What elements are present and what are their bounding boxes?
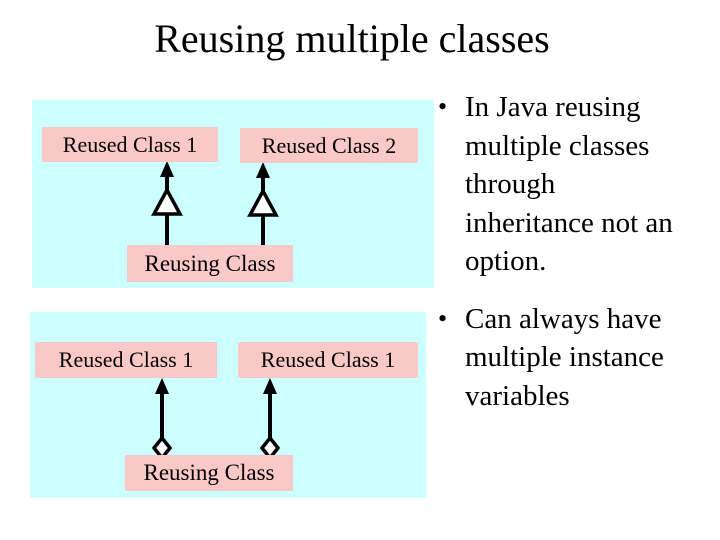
inheritance-connector-right [247, 162, 279, 246]
bullet-text-line: through [465, 168, 556, 200]
bullet-text-line: In Java reusing [465, 91, 641, 123]
bullet-text-line: Can always have [465, 302, 662, 335]
class-box-reused-2: Reused Class 2 [240, 128, 418, 163]
bullet-text: In Java reusing multiple classes through… [465, 88, 716, 281]
class-box-label: Reused Class 1 [260, 347, 396, 372]
arrowhead-icon [155, 378, 169, 394]
class-box-label: Reusing Class [143, 460, 275, 485]
bullet-text-line: variables [465, 379, 570, 412]
class-box-reusing: Reusing Class [125, 455, 293, 491]
inheritance-diagram-panel: Reused Class 1 Reused Class 2 Reusing Cl… [32, 100, 434, 288]
class-box-label: Reused Class 2 [261, 132, 397, 158]
hollow-triangle-icon [247, 187, 279, 217]
class-box-label: Reused Class 1 [62, 131, 198, 157]
aggregation-connector-right [259, 378, 281, 461]
inheritance-connectors [151, 161, 279, 246]
composition-diagram-panel: Reused Class 1 Reused Class 1 Reusing Cl… [30, 312, 426, 498]
bullet-icon: • [438, 303, 448, 333]
composition-connectors [151, 378, 281, 461]
aggregation-connector-left [151, 378, 173, 461]
class-box-label: Reusing Class [144, 250, 276, 276]
arrowhead-icon [256, 162, 270, 178]
class-box-reused-1: Reused Class 1 [42, 127, 218, 162]
class-box-reused-1b: Reused Class 1 [238, 342, 418, 378]
class-box-label: Reused Class 1 [58, 347, 194, 372]
inheritance-connector-left [151, 161, 183, 246]
bullet-text-line: option. [465, 245, 547, 277]
slide-title: Reusing multiple classes [154, 16, 550, 61]
class-box-reusing: Reusing Class [127, 245, 293, 282]
bullet-item-instance-variables: • Can always have multiple instance vari… [438, 300, 716, 416]
arrowhead-icon [160, 161, 174, 177]
bullet-text: Can always have multiple instance variab… [465, 300, 716, 416]
arrowhead-icon [263, 378, 277, 394]
class-box-reused-1: Reused Class 1 [35, 342, 217, 378]
bullet-item-java-inheritance: • In Java reusing multiple classes throu… [438, 88, 716, 281]
bullet-list: • In Java reusing multiple classes throu… [438, 88, 716, 415]
bullet-text-line: inheritance not an [465, 206, 673, 239]
bullet-icon: • [438, 92, 448, 121]
bullet-text-line: multiple classes [465, 129, 650, 162]
hollow-triangle-icon [151, 186, 183, 216]
bullet-text-line: multiple instance [465, 341, 664, 373]
